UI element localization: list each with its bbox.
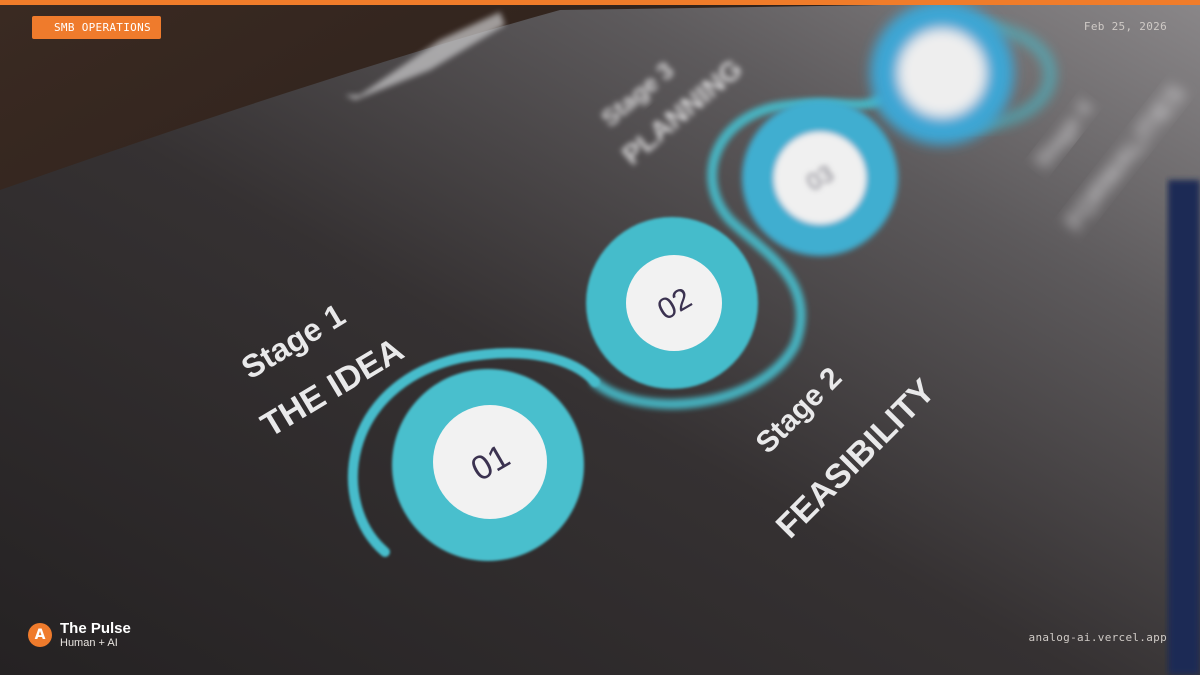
brand-logo-icon: A [28, 623, 52, 647]
brand: A The Pulse Human + AI [28, 621, 131, 649]
site-url: analog-ai.vercel.app [1028, 631, 1167, 644]
stage-4-marker [870, 1, 1014, 145]
stage-3-marker: 03 [742, 100, 898, 256]
brand-title: The Pulse [60, 620, 131, 637]
brand-subtitle: Human + AI [60, 637, 118, 649]
accent-top-bar [0, 0, 1200, 5]
blue-folder-edge [1168, 180, 1200, 675]
track-start-arc [347, 348, 600, 557]
stage-2-marker: 02 [586, 217, 758, 389]
publish-date: Feb 25, 2026 [1083, 20, 1167, 33]
blurred-heading-top [345, 12, 505, 100]
stage-1-marker: 01 [392, 369, 584, 561]
category-badge: SMB OPERATIONS [32, 16, 161, 39]
